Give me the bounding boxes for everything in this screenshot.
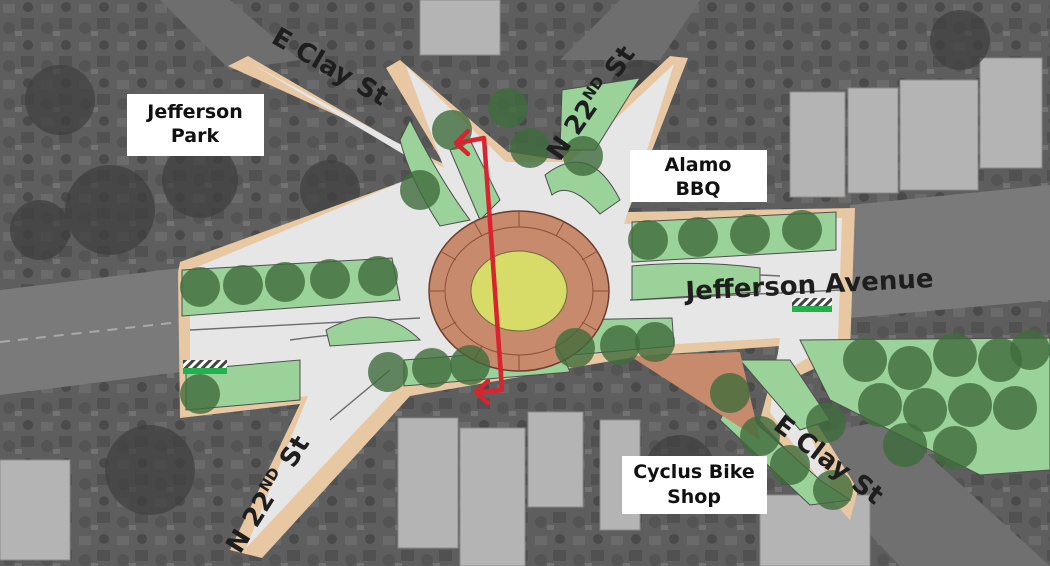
place-label-jefferson-park: Jefferson Park — [127, 94, 264, 156]
place-label-cyclus-bike-shop: Cyclus Bike Shop — [622, 456, 767, 514]
street-trees — [180, 88, 1050, 510]
place-label-alamo-bbq: Alamo BBQ — [630, 150, 767, 202]
alamo-bbq-line-1: Alamo — [665, 154, 732, 176]
alamo-bbq-line-2: BBQ — [675, 178, 720, 200]
cyclus-line-2: Shop — [667, 486, 721, 508]
jefferson-park-line-1: Jefferson — [145, 101, 243, 123]
jefferson-park-line-2: Park — [171, 125, 220, 147]
route-arrow — [453, 128, 505, 406]
bike-signal-markers — [183, 298, 832, 374]
central-island — [470, 250, 568, 332]
cyclus-line-1: Cyclus Bike — [633, 461, 755, 483]
